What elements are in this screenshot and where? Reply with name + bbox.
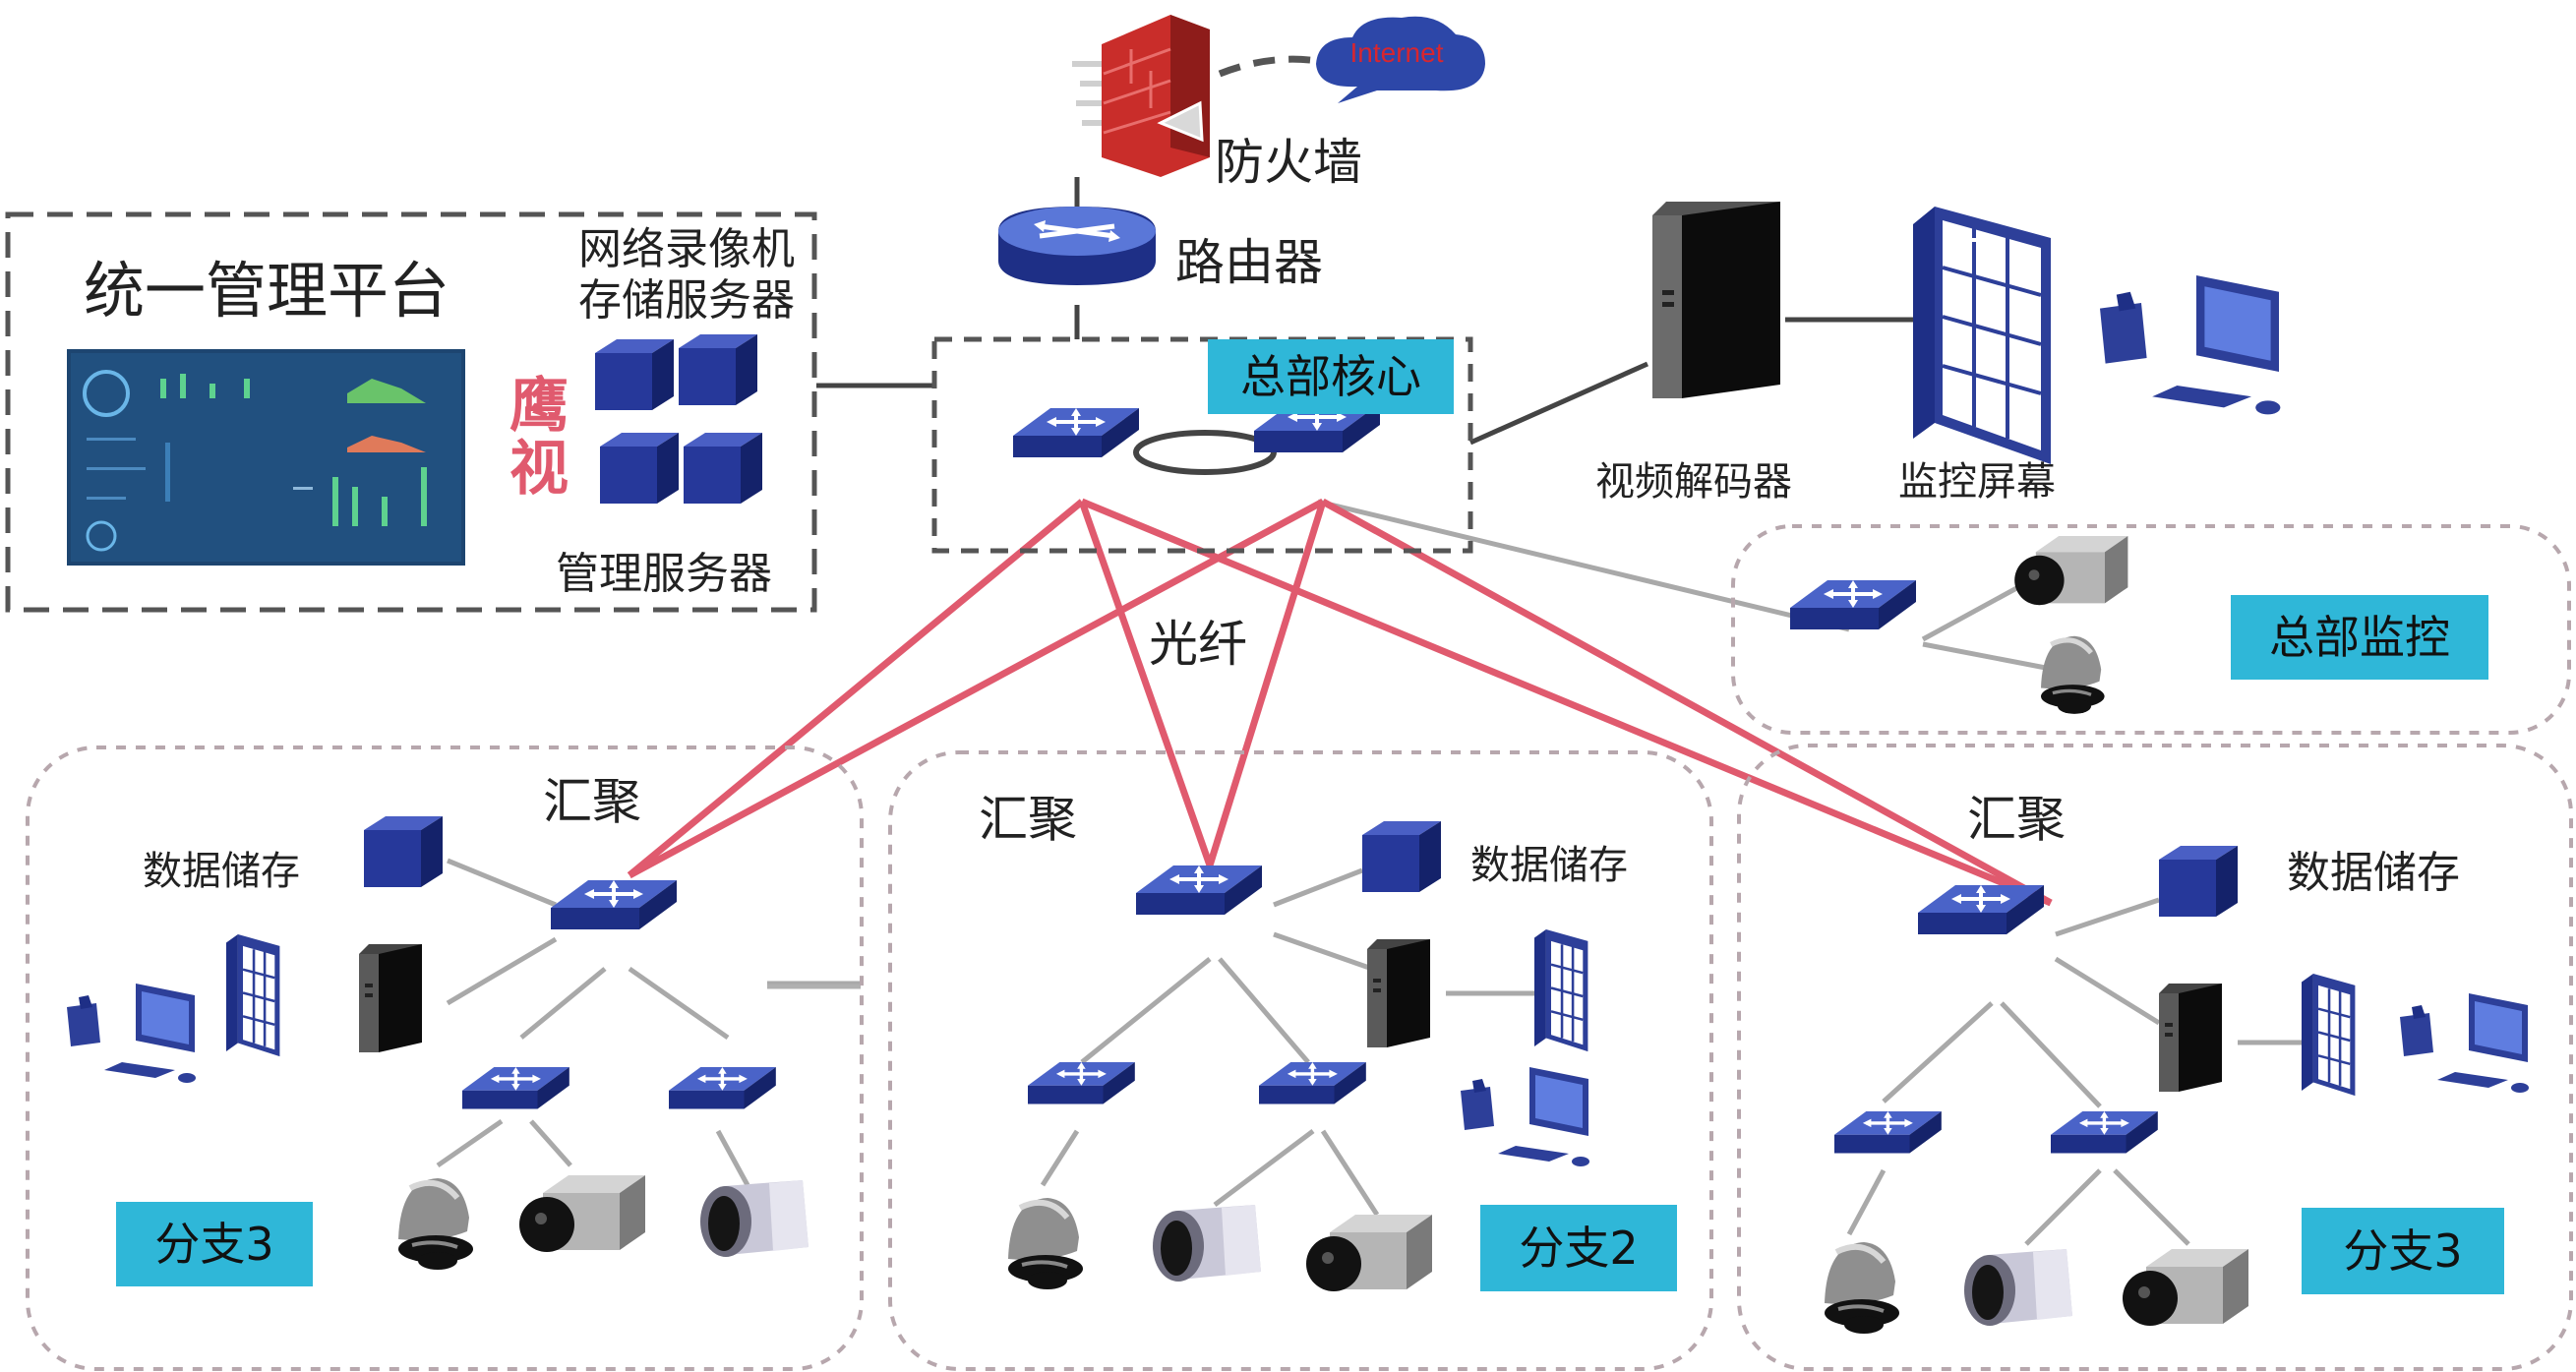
core-switch-icon (1011, 406, 1141, 459)
box-camera-icon (519, 1175, 645, 1252)
box-camera-icon (2014, 536, 2128, 606)
storage-server-icon (1362, 821, 1441, 892)
pc-tower-icon (359, 944, 422, 1052)
branch-1-tag: 分支3 (116, 1202, 313, 1286)
access-switch-icon (1026, 1060, 1137, 1106)
nvr-server-icon (595, 334, 762, 504)
dome-camera-icon (2041, 636, 2105, 714)
management-platform-region (5, 211, 817, 613)
decoder-label: 视频解码器 (1595, 459, 1792, 505)
access-switch-icon (667, 1065, 778, 1111)
branch-1-storage-label: 数据储存 (143, 849, 300, 894)
hq-monitor-region (1731, 524, 2571, 735)
branch-2-region (888, 750, 1713, 1371)
dome-camera-icon (1825, 1242, 1899, 1334)
bullet-camera-icon (700, 1180, 809, 1257)
management-server-label: 管理服务器 (556, 549, 772, 599)
internet-label: Internet (1350, 37, 1444, 68)
pc-tower-icon (2159, 984, 2222, 1092)
branch-1-region (26, 746, 864, 1371)
access-lines (436, 499, 2302, 1246)
workstation-icon (67, 984, 196, 1083)
management-title: 统一管理平台 (84, 255, 450, 327)
aggregation-switch-icon (1916, 883, 2046, 936)
dashboard-screen-icon (67, 349, 465, 566)
firewall-label: 防火墙 (1215, 134, 1362, 191)
aggregation-switch-icon (549, 878, 679, 931)
box-camera-icon (2123, 1249, 2248, 1326)
access-switch-icon (1832, 1109, 1944, 1156)
storage-server-icon (2159, 846, 2238, 917)
monitor-screen-icon (224, 932, 281, 1058)
monitor-screen-icon (2300, 972, 2357, 1098)
dome-camera-icon (398, 1178, 473, 1270)
access-switch-icon (460, 1065, 571, 1111)
cloud-icon: Internet (1316, 16, 1485, 103)
screen-label: 监控屏幕 (1898, 459, 2056, 505)
branch-3-region (1737, 744, 2573, 1371)
fiber-lines (627, 498, 2053, 907)
workstation-icon (2400, 993, 2529, 1093)
monitor-screen-icon (1913, 207, 2051, 464)
brand-mark-line2: 视 (509, 435, 569, 504)
brand-mark-line1: 鹰 (509, 372, 569, 441)
branch-2-storage-label: 数据储存 (1470, 843, 1628, 888)
firewall-icon (1072, 15, 1210, 177)
connection-lines (816, 305, 1913, 446)
workstation-icon (1461, 1067, 1589, 1166)
fiber-label: 光纤 (1149, 616, 1247, 673)
access-switch-icon (1257, 1060, 1368, 1106)
branch-2-aggregation-label: 汇聚 (979, 791, 1077, 848)
branch-3-tag: 分支3 (2302, 1208, 2504, 1294)
pc-tower-icon (1367, 939, 1430, 1047)
router-label: 路由器 (1175, 234, 1323, 291)
nvr-label-line2: 存储服务器 (578, 275, 795, 326)
branch-3-storage-label: 数据储存 (2287, 848, 2460, 898)
branch-2-tag: 分支2 (1480, 1205, 1677, 1291)
monitor-screen-icon (1532, 927, 1589, 1053)
router-icon (998, 207, 1156, 285)
branch-1-aggregation-label: 汇聚 (543, 773, 641, 830)
nvr-label-line1: 网络录像机 (578, 224, 795, 274)
dome-camera-icon (1008, 1198, 1083, 1289)
bullet-camera-icon (1153, 1205, 1261, 1282)
workstation-icon (2100, 275, 2281, 415)
bullet-camera-icon (1964, 1249, 2072, 1326)
hq-core-region (931, 336, 1473, 554)
stack-ring (1133, 430, 1277, 475)
access-switch-icon (2049, 1109, 2160, 1156)
hq-switch-icon (1788, 578, 1918, 631)
internet-link (1218, 55, 1319, 78)
box-camera-icon (1306, 1215, 1432, 1291)
hq-monitor-tag: 总部监控 (2231, 595, 2488, 680)
storage-server-icon (364, 816, 443, 887)
decoder-pc-tower-icon (1652, 202, 1780, 398)
aggregation-switch-icon (1134, 864, 1264, 917)
branch-3-aggregation-label: 汇聚 (1967, 791, 2066, 848)
hq-core-tag: 总部核心 (1208, 339, 1454, 414)
